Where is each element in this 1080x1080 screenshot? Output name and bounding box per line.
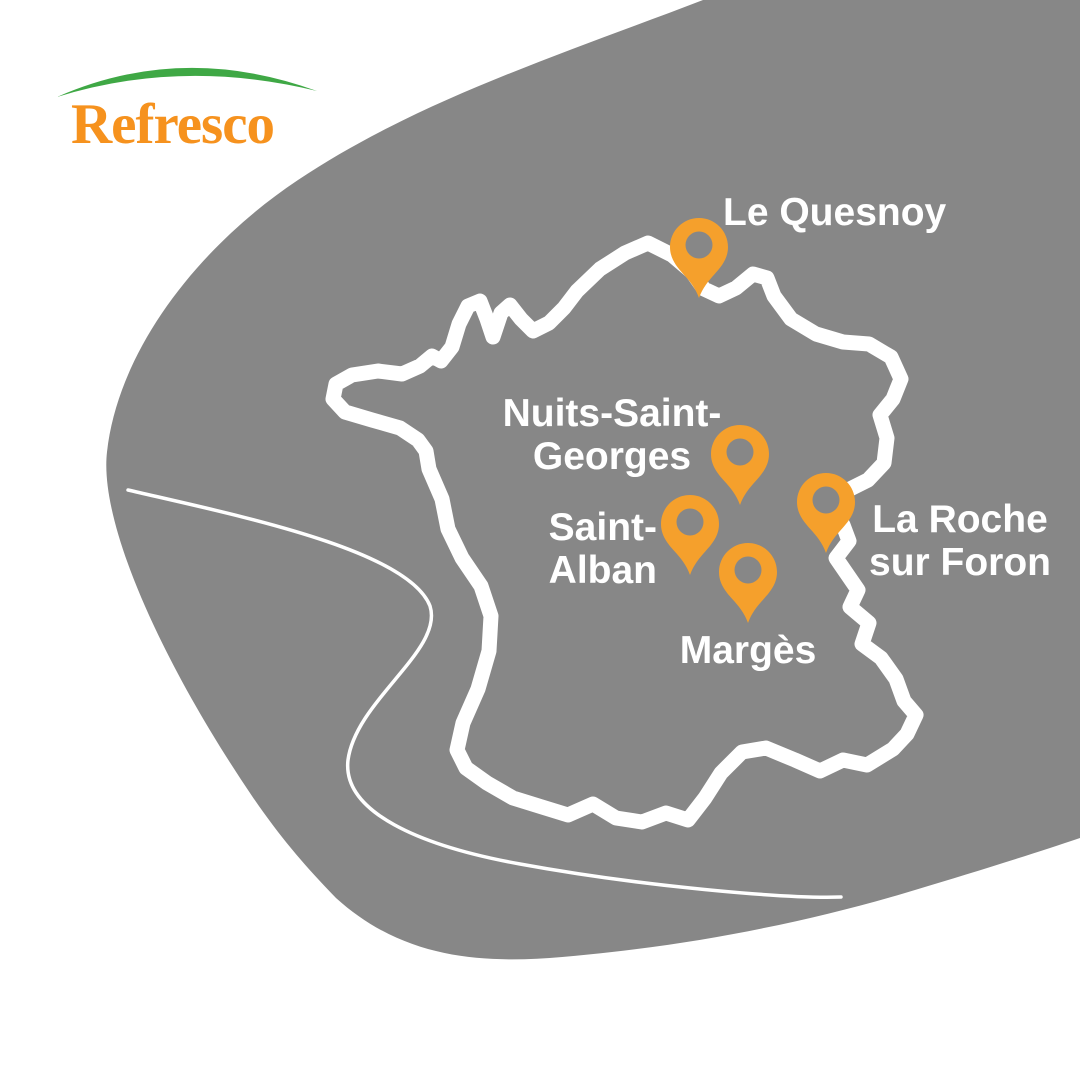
location-label-line: Saint- [548, 506, 657, 549]
location-label-line: Le Quesnoy [723, 191, 947, 234]
location-pin-icon [797, 473, 855, 553]
location-label-nuits-saint-georges: Nuits-Saint- Georges [432, 392, 792, 478]
refresco-logo: Refresco [57, 60, 327, 156]
logo-swoosh-icon [57, 67, 317, 97]
location-pin-icon [670, 218, 728, 298]
location-pin-icon [661, 495, 719, 575]
location-pin-icon [719, 543, 777, 623]
location-label-line: Margès [679, 629, 817, 672]
location-label-marges: Margès [598, 629, 898, 672]
location-label-la-roche-sur-foron: La Roche sur Foron [810, 498, 1080, 584]
logo-text: Refresco [71, 93, 275, 156]
location-label-line: Nuits-Saint- [502, 392, 722, 435]
location-label-le-quesnoy: Le Quesnoy [723, 191, 946, 234]
location-label-line: La Roche [872, 498, 1048, 541]
location-label-line: Georges [532, 435, 692, 478]
location-label-line: Alban [548, 549, 657, 592]
france-outline [325, 235, 924, 830]
location-label-line: sur Foron [869, 541, 1051, 584]
background-blob [106, 0, 1080, 960]
location-label-saint-alban: Saint- Alban [457, 506, 657, 592]
location-pin-icon [711, 425, 769, 505]
decorative-curve-line [126, 488, 843, 899]
